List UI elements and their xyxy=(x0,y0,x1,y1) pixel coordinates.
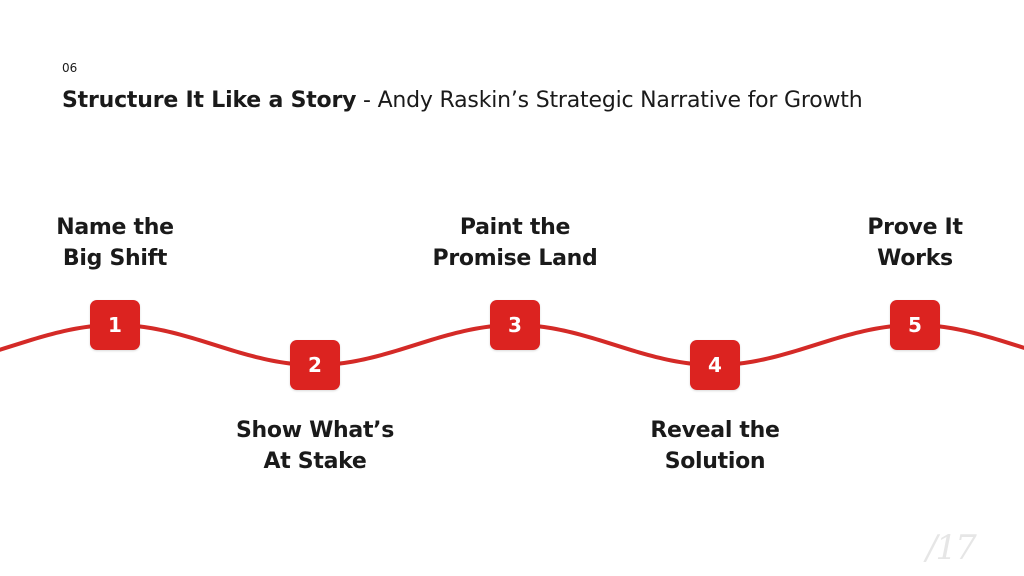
brand-logo: /17 xyxy=(926,528,977,568)
step-label-line: Big Shift xyxy=(62,246,168,271)
step-label-5: Prove It Works xyxy=(795,212,1024,274)
step-label-line: Reveal the xyxy=(650,418,780,443)
step-marker-4: 4 xyxy=(690,340,740,390)
step-label-line: Works xyxy=(877,246,953,271)
step-label-line: Promise Land xyxy=(432,246,598,271)
step-label-line: At Stake xyxy=(263,449,367,474)
step-marker-3: 3 xyxy=(490,300,540,350)
step-label-line: Solution xyxy=(664,449,766,474)
step-label-line: Show What’s xyxy=(235,418,395,443)
step-label-line: Prove It xyxy=(867,215,963,240)
title-bold: Structure It Like a Story xyxy=(62,88,357,113)
slide-number: 06 xyxy=(62,61,78,75)
step-label-2: Show What’s At Stake xyxy=(195,415,435,477)
title-subtitle: - Andy Raskin’s Strategic Narrative for … xyxy=(356,88,863,113)
step-marker-1: 1 xyxy=(90,300,140,350)
step-marker-5: 5 xyxy=(890,300,940,350)
step-label-line: Paint the xyxy=(459,215,571,240)
slide-title: Structure It Like a Story - Andy Raskin’… xyxy=(62,88,863,113)
step-marker-2: 2 xyxy=(290,340,340,390)
step-label-line: Name the xyxy=(56,215,174,240)
